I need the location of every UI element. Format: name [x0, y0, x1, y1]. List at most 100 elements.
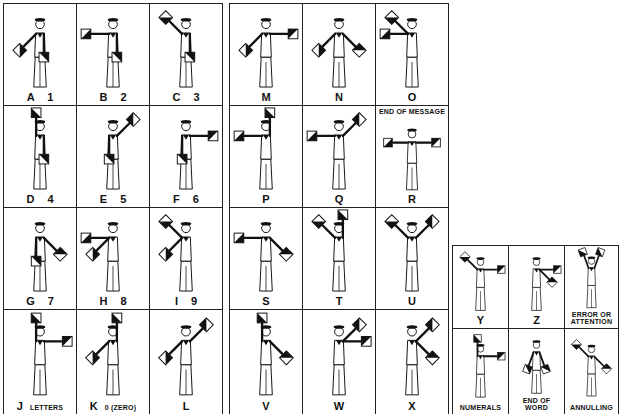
collar	[409, 141, 414, 145]
sailor-figure	[77, 208, 149, 295]
arm	[168, 20, 182, 34]
signal-cell: V	[229, 309, 303, 414]
arm	[539, 270, 550, 281]
signal-letter: G 7	[26, 295, 54, 307]
sailor-figure	[4, 4, 76, 91]
flag-half	[39, 154, 49, 164]
collar	[336, 340, 342, 345]
sailor-figure	[150, 106, 222, 193]
label-row: K0 (ZERO)	[77, 400, 149, 414]
trouser-seam	[412, 62, 413, 87]
collar	[37, 135, 43, 140]
cap	[108, 18, 119, 21]
label-row: H 8	[77, 295, 149, 309]
flag-half	[426, 351, 440, 365]
trousers	[476, 287, 486, 310]
flag	[86, 247, 100, 261]
flag-half	[39, 52, 49, 62]
label-row: O	[376, 91, 448, 105]
flag	[31, 256, 41, 266]
flag	[185, 52, 195, 62]
flag-cloth	[425, 215, 439, 229]
flag-cloth	[601, 364, 611, 374]
cap	[334, 325, 345, 329]
flag-half	[31, 108, 41, 118]
flag-cloth	[312, 215, 326, 229]
flag	[352, 43, 366, 57]
flag-half	[385, 215, 399, 229]
signal-cell: B 2	[76, 3, 150, 106]
arm	[477, 341, 479, 356]
flag	[159, 351, 173, 365]
flag	[425, 215, 439, 229]
cap	[35, 18, 46, 21]
flag	[352, 113, 366, 127]
signal-meaning: ANNULLING	[570, 404, 613, 412]
signal-cell: K0 (ZERO)	[76, 309, 150, 414]
label-row: S	[230, 295, 302, 309]
collar	[110, 340, 116, 345]
torso	[476, 269, 484, 288]
collar	[478, 269, 482, 273]
arm	[343, 122, 357, 136]
trouser-seam	[536, 291, 537, 310]
arm	[168, 224, 182, 238]
flag-half	[280, 351, 294, 365]
flag-cloth	[200, 318, 214, 332]
label-row: END OF WORD	[509, 397, 564, 414]
label-row: P	[230, 193, 302, 207]
flag-cloth	[53, 247, 67, 261]
flag	[177, 154, 187, 164]
cap	[261, 222, 272, 225]
trouser-seam	[186, 370, 187, 395]
signal-letter: C 3	[172, 91, 199, 103]
flag	[578, 248, 587, 257]
flag	[239, 43, 253, 57]
arm	[316, 135, 335, 137]
cap	[334, 18, 345, 21]
flag-half	[265, 108, 275, 118]
signal-cell: NUMERALS	[452, 328, 509, 414]
signal-cell: O	[375, 3, 449, 106]
signal-letter: W	[334, 400, 344, 412]
flag	[338, 210, 348, 220]
arm	[343, 34, 357, 48]
signal-letter: Z	[533, 314, 540, 326]
flag-cloth	[239, 43, 253, 57]
sailor-figure	[453, 246, 508, 314]
flag-half	[112, 52, 122, 62]
signal-meaning: END OF MESSAGE	[379, 108, 445, 116]
signal-cell: N	[302, 3, 376, 106]
arm	[416, 224, 430, 238]
arm	[168, 341, 182, 355]
flag-cloth	[126, 113, 140, 127]
trouser-seam	[591, 377, 592, 396]
arm	[243, 135, 262, 137]
cap	[532, 340, 540, 343]
signal-letter: X	[408, 400, 415, 412]
flag-cloth	[353, 318, 367, 332]
arm	[44, 238, 58, 252]
torso	[588, 356, 596, 374]
flag	[460, 252, 471, 263]
flag-half	[81, 29, 91, 39]
signal-meaning: ERROR OR ATTENTION	[567, 311, 616, 326]
flag	[596, 248, 605, 257]
signal-letter: H 8	[99, 295, 126, 307]
flag-cloth	[279, 247, 293, 261]
torso	[261, 135, 272, 159]
sailor-figure	[376, 116, 448, 193]
sailor-figure	[77, 106, 149, 193]
flag	[159, 247, 173, 261]
trousers	[260, 261, 273, 291]
trousers	[532, 287, 542, 310]
flag-half	[571, 339, 581, 349]
label-row: C 3	[150, 91, 222, 105]
arm	[243, 237, 262, 239]
arm	[261, 322, 263, 341]
flag-half	[547, 277, 558, 288]
flag-cloth	[13, 43, 27, 57]
arm	[270, 238, 284, 252]
trouser-seam	[339, 164, 340, 189]
arm	[394, 224, 408, 238]
